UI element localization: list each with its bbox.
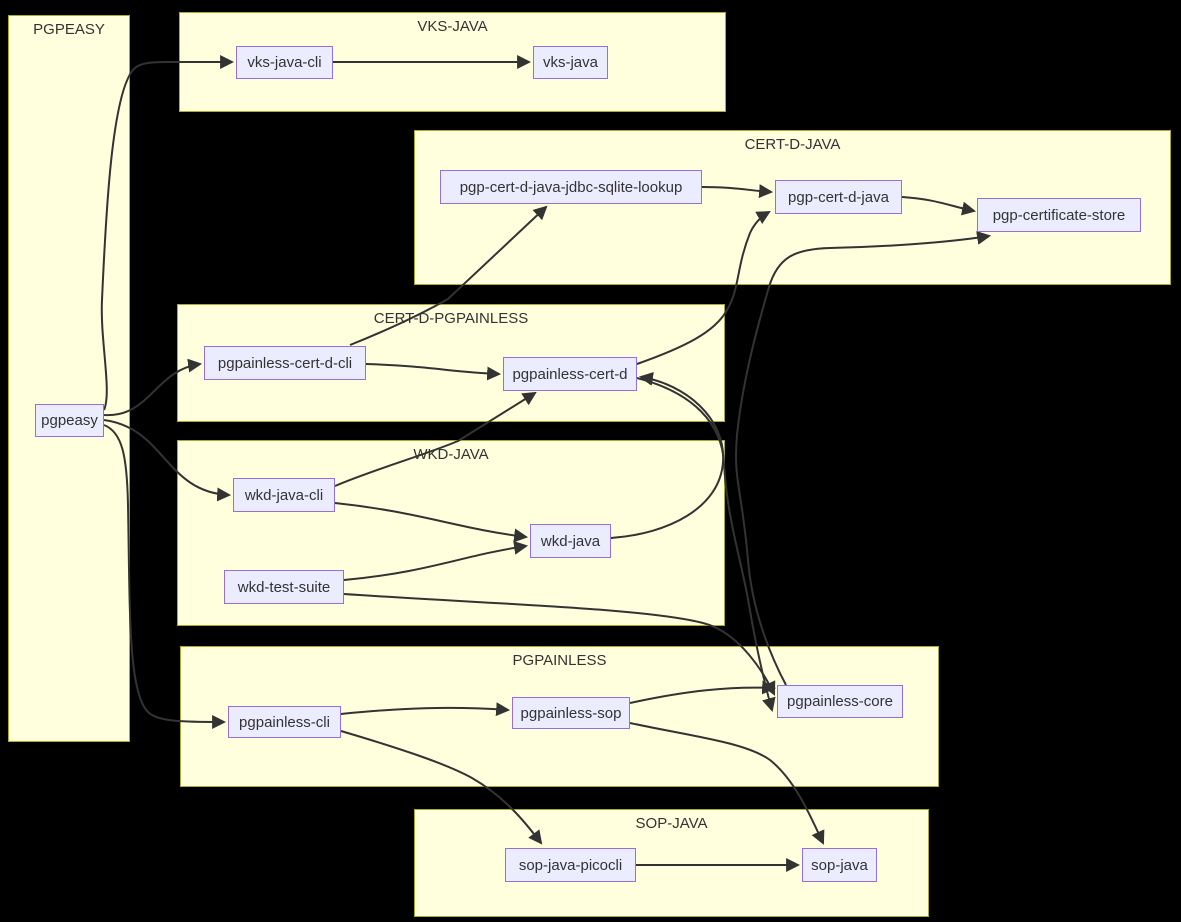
node-wkd-java-cli: wkd-java-cli — [233, 478, 335, 512]
cluster-pgpeasy: PGPEASY — [8, 15, 130, 742]
node-vks-java: vks-java — [533, 46, 608, 79]
node-wkd-java: wkd-java — [530, 524, 611, 558]
cluster-vks-java-label: VKS-JAVA — [417, 18, 488, 35]
node-pgpainless-cert-d-cli: pgpainless-cert-d-cli — [204, 346, 366, 380]
cluster-sop-java-label: SOP-JAVA — [635, 815, 708, 832]
cluster-cert-d-java-label: CERT-D-JAVA — [744, 136, 841, 153]
node-pgp-cert-d-java-jdbc-sqlite-lookup: pgp-cert-d-java-jdbc-sqlite-lookup — [440, 170, 702, 204]
node-pgpainless-sop: pgpainless-sop — [512, 697, 630, 729]
node-vks-java-cli: vks-java-cli — [236, 46, 333, 79]
node-sop-java-picocli: sop-java-picocli — [505, 848, 636, 882]
node-pgp-cert-d-java: pgp-cert-d-java — [775, 180, 902, 214]
edge-pgpainless-core->pgp-certificate-store — [735, 230, 992, 686]
node-wkd-test-suite: wkd-test-suite — [224, 570, 344, 604]
node-sop-java: sop-java — [802, 848, 877, 882]
node-pgpeasy: pgpeasy — [35, 404, 104, 437]
node-pgpainless-cert-d: pgpainless-cert-d — [503, 357, 637, 391]
node-pgpainless-cli: pgpainless-cli — [228, 706, 341, 738]
cluster-pgpeasy-label: PGPEASY — [33, 21, 105, 38]
cluster-wkd-java-label: WKD-JAVA — [413, 446, 489, 463]
node-pgp-certificate-store: pgp-certificate-store — [977, 198, 1141, 232]
cluster-cert-d-pgpainless-label: CERT-D-PGPAINLESS — [373, 310, 529, 327]
node-pgpainless-core: pgpainless-core — [777, 685, 903, 718]
cluster-pgpainless-label: PGPAINLESS — [512, 652, 607, 669]
